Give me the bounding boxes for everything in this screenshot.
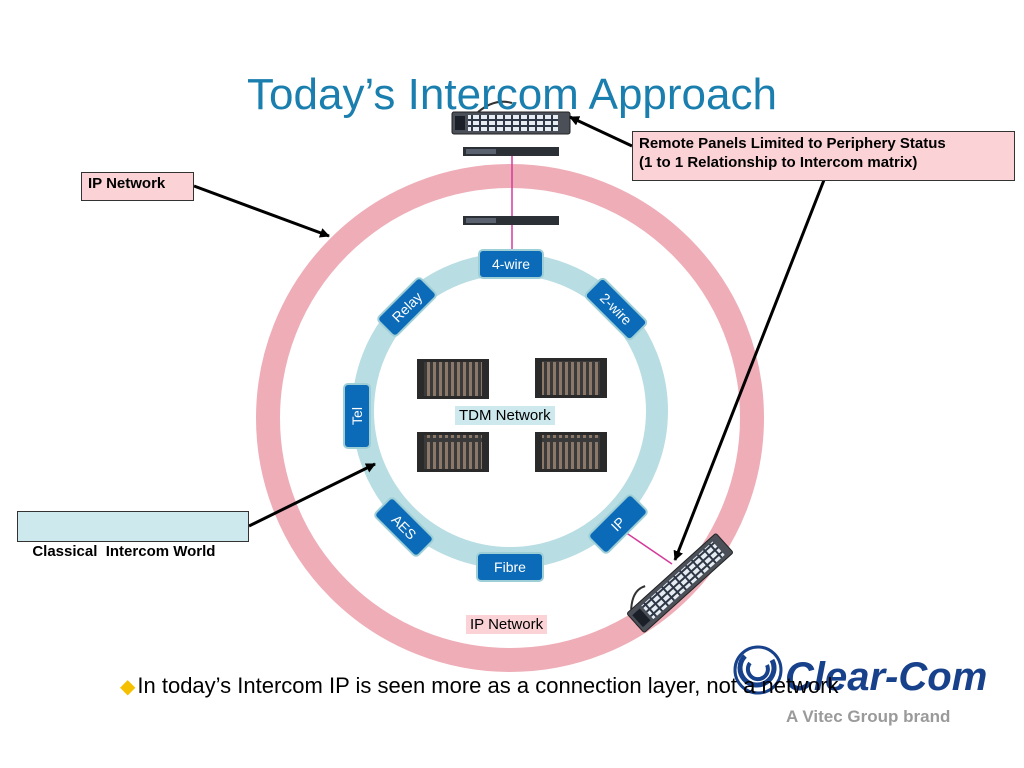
brand-tagline: A Vitec Group brand xyxy=(786,707,951,726)
tdm-network-label: TDM Network xyxy=(455,406,555,425)
page-title: Today’s Intercom Approach xyxy=(247,70,777,119)
remote-panels-callout: Remote Panels Limited to Periphery Statu… xyxy=(632,131,1015,181)
classical-world-callout: Classical Intercom World xyxy=(17,511,249,560)
footer-bullet-text: In today’s Intercom IP is seen more as a… xyxy=(137,673,839,698)
arrow-ip-network xyxy=(193,184,330,238)
rack-unit-icon xyxy=(463,147,559,156)
brand-name: Clear-Com xyxy=(785,655,987,699)
tag-relay: Relay xyxy=(377,277,437,337)
remote-panels-line2: (1 to 1 Relationship to Intercom matrix) xyxy=(639,154,918,171)
ip-link-line xyxy=(621,529,673,565)
remote-panel-icon xyxy=(627,533,733,633)
tag-4-wire: 4-wire xyxy=(478,249,544,279)
intercom-matrix-icon xyxy=(417,432,489,472)
tag-fibre-label: Fibre xyxy=(494,559,526,575)
intercom-matrix-icon xyxy=(535,432,607,472)
rack-unit-icon xyxy=(463,216,559,225)
outer-ip-ring xyxy=(256,164,764,672)
ip-network-bottom-label: IP Network xyxy=(466,615,548,634)
tag-tel: Tel xyxy=(343,383,371,449)
arrow-classical-world xyxy=(248,462,376,528)
footer-bullet: ◆In today’s Intercom IP is seen more as … xyxy=(120,673,839,699)
arrow-remote-panels-top xyxy=(569,115,633,148)
tag-tel-label: Tel xyxy=(349,407,365,425)
tag-4-wire-label: 4-wire xyxy=(492,256,530,272)
bullet-diamond-icon: ◆ xyxy=(120,676,136,698)
intercom-matrix-icon xyxy=(535,358,607,398)
classical-world-callout-text: Classical Intercom World xyxy=(32,543,216,560)
clear-com-logo-icon xyxy=(733,645,783,695)
tag-2-wire: 2-wire xyxy=(584,277,648,341)
ip-network-callout: IP Network xyxy=(81,172,194,201)
tag-fibre: Fibre xyxy=(476,552,544,582)
remote-panels-line1: Remote Panels Limited to Periphery Statu… xyxy=(639,135,946,152)
arrow-remote-panels-bottom xyxy=(673,179,826,561)
ip-network-callout-text: IP Network xyxy=(88,175,166,192)
intercom-matrix-icon xyxy=(417,359,489,399)
tag-ip: IP xyxy=(588,494,648,554)
remote-panel-icon xyxy=(451,100,571,135)
